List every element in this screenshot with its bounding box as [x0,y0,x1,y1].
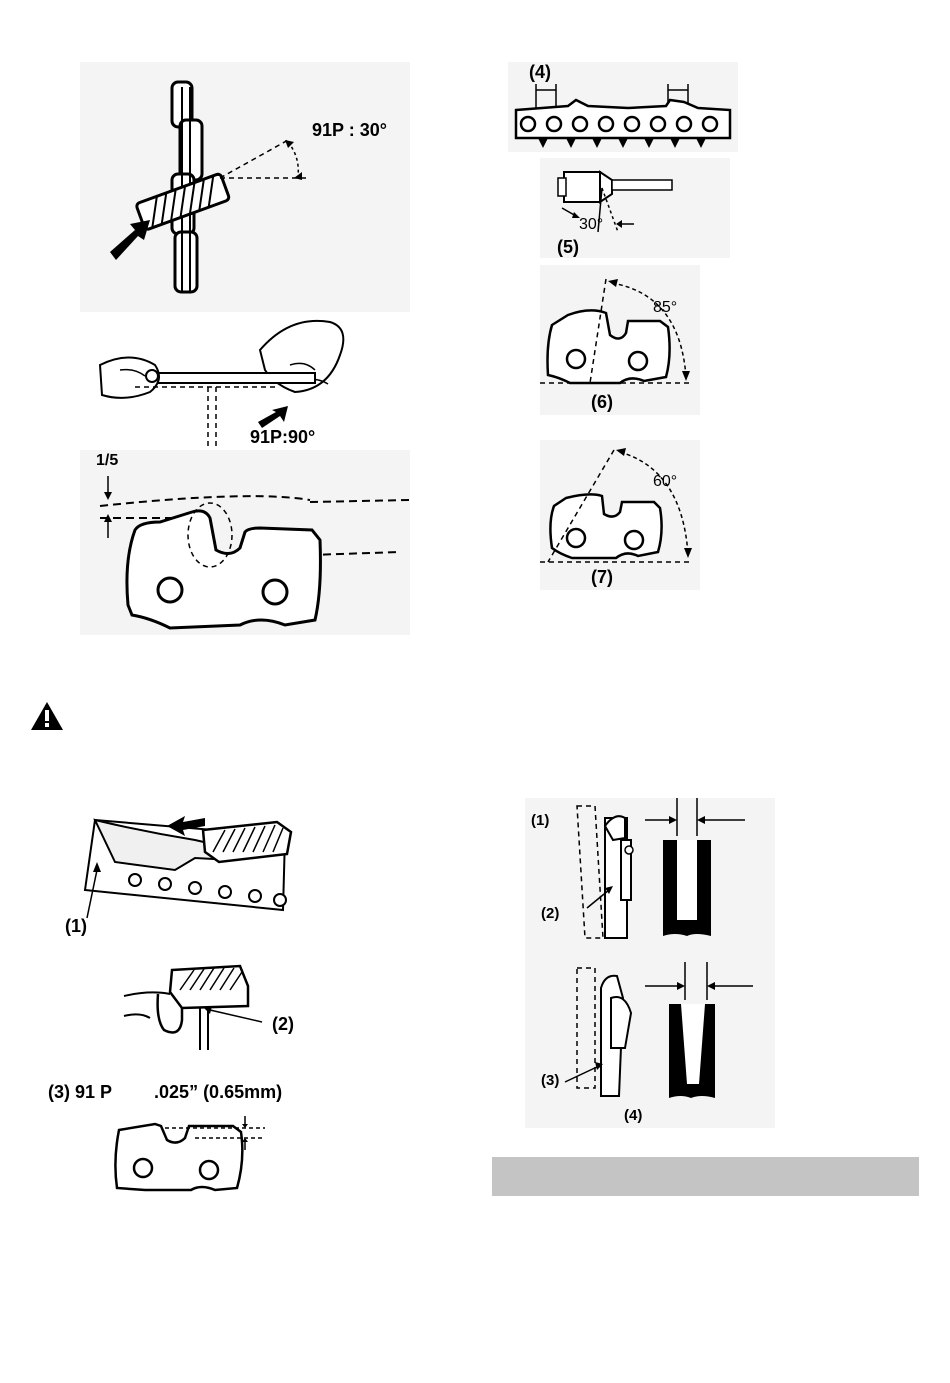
angle-30-small: 30° [579,216,603,234]
label-3-right: (3) [541,1072,559,1089]
angle-label-90: 91P:90° [250,427,315,448]
label-6: (6) [591,392,613,413]
label-1-left: (1) [65,916,87,937]
label-7: (7) [591,567,613,588]
depth-spec-value: .025” (0.65mm) [154,1082,282,1102]
angle-85: 85° [653,299,677,317]
depth-spec-prefix: (3) 91 P [48,1082,112,1102]
angle-label-value: 30° [360,120,387,140]
label-4-right: (4) [624,1107,642,1124]
label-2-left: (2) [272,1014,294,1035]
fig-depth-gauge-tool [55,800,315,940]
fig-cutter-60 [540,440,700,590]
warning-icon [30,701,64,731]
angle-label-prefix: 91P : [312,120,360,140]
fraction-label: 1/5 [96,452,118,470]
label-1-right: (1) [531,812,549,829]
angle-label-30: 91P : 30° [312,120,387,141]
fig-sprocket-wear [525,798,775,1128]
angle-60: 60° [653,473,677,491]
fig-cutter-depth-fifth [80,450,410,635]
fig-gauge-tooth [120,960,280,1055]
depth-spec-label: (3) 91 P .025” (0.65mm) [48,1082,282,1103]
section-header-bar [492,1157,919,1196]
fig-cutter-85 [540,265,700,415]
label-5: (5) [557,237,579,258]
label-2-right: (2) [541,905,559,922]
fig-depth-spec-cutter [105,1110,275,1195]
label-4-top: (4) [529,62,551,83]
fig-chain-file-30 [80,62,410,312]
